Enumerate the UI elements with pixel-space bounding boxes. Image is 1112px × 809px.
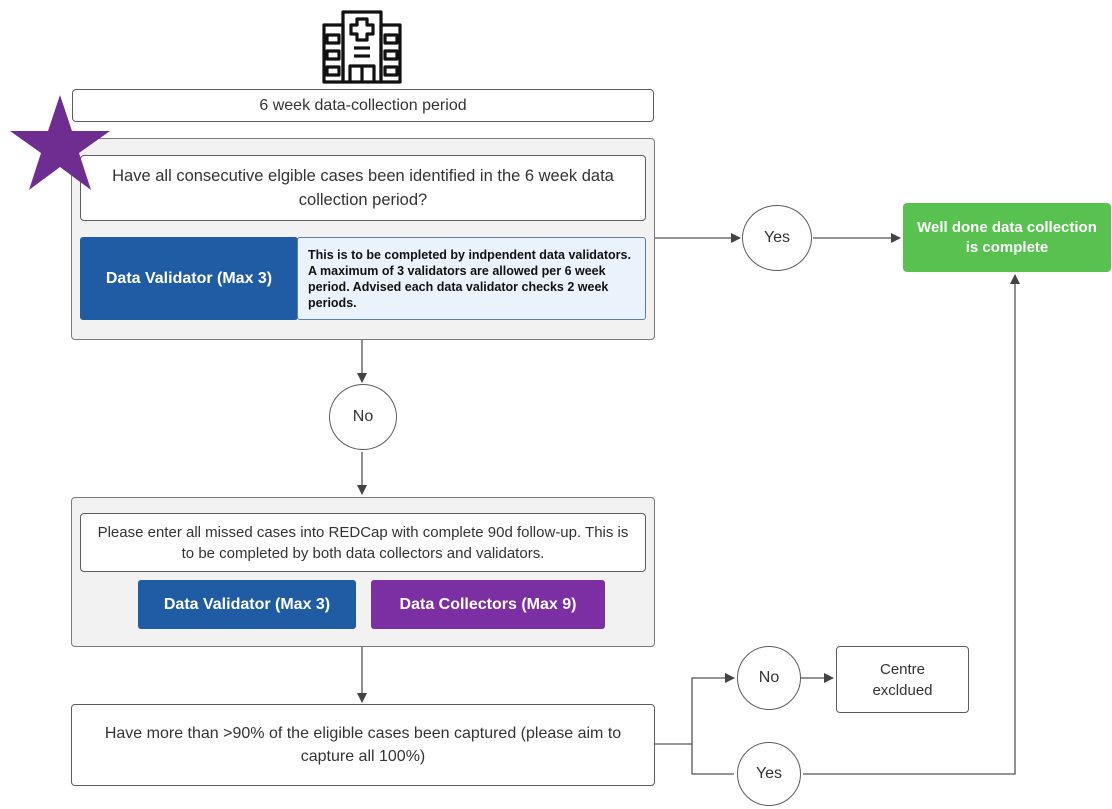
period-title: 6 week data-collection period bbox=[72, 89, 654, 122]
question-consecutive-cases: Have all consecutive elgible cases been … bbox=[80, 155, 646, 221]
connector-complete bbox=[803, 274, 1020, 775]
connector-branch-yes bbox=[691, 744, 734, 775]
hospital-icon bbox=[319, 6, 405, 86]
data-validator-role-2: Data Validator (Max 3) bbox=[138, 580, 356, 629]
centre-excluded-box: Centre excldued bbox=[836, 646, 969, 713]
connector-branch bbox=[654, 673, 735, 745]
data-collectors-role: Data Collectors (Max 9) bbox=[371, 580, 605, 629]
yes-decision: Yes bbox=[742, 205, 812, 271]
missed-cases-instruction: Please enter all missed cases into REDCa… bbox=[80, 513, 646, 572]
data-validator-role: Data Validator (Max 3) bbox=[80, 237, 298, 320]
no-decision: No bbox=[329, 384, 397, 450]
question-capture-rate: Have more than >90% of the eligible case… bbox=[71, 704, 655, 786]
validator-note: This is to be completed by indpendent da… bbox=[297, 237, 646, 320]
collection-complete-box: Well done data collection is complete bbox=[903, 203, 1111, 272]
star-icon bbox=[8, 93, 112, 193]
no-decision-2: No bbox=[737, 646, 801, 710]
yes-decision-2: Yes bbox=[737, 742, 801, 806]
